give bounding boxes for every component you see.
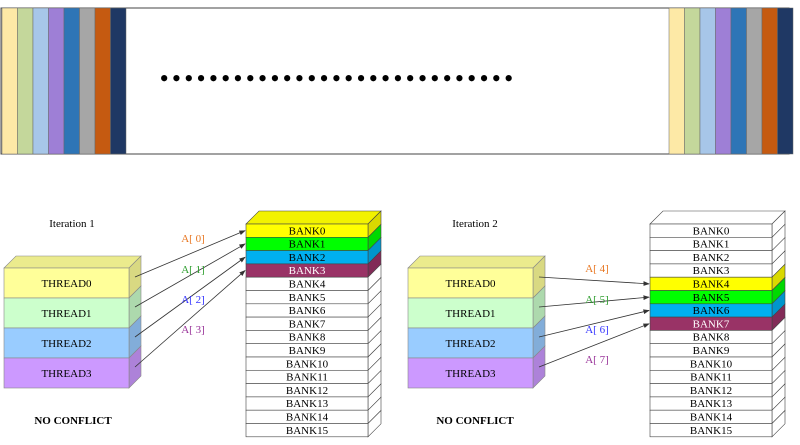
access-label: A[ 2] [181,294,205,306]
bank-label: BANK2 [289,252,326,264]
color-stripe [746,7,763,155]
access-label: A[ 6] [585,324,609,336]
iteration-2-group: Iteration 2THREAD0THREAD1THREAD2THREAD3B… [407,210,786,438]
bank-label: BANK9 [693,345,730,357]
thread-label: THREAD0 [445,278,496,290]
bank-label: BANK4 [693,279,730,291]
thread-label: THREAD3 [41,368,92,380]
color-stripe [761,7,778,155]
thread-label: THREAD0 [41,278,92,290]
thread-label: THREAD2 [41,338,91,350]
access-arrow [134,270,246,368]
stripes-right [668,7,794,155]
bank-label: BANK11 [690,372,732,384]
bank-label: BANK1 [289,239,326,251]
thread-label: THREAD3 [445,368,496,380]
bank-label: BANK8 [289,332,326,344]
color-stripe [17,7,34,155]
color-stripe [668,7,685,155]
bank-label: BANK5 [289,292,326,304]
thread-block: THREAD1 [407,285,546,329]
access-label: A[ 3] [181,324,205,336]
bank-label: BANK12 [286,385,328,397]
iteration-1-group: Iteration 1THREAD0THREAD1THREAD2THREAD3B… [3,210,382,438]
thread-block: THREAD2 [407,315,546,359]
result-label: NO CONFLICT [436,415,514,427]
bank-label: BANK13 [286,398,329,410]
bank-stack: BANK0BANK1BANK2BANK3BANK4BANK5BANK6BANK7… [649,210,786,438]
bank-label: BANK7 [693,318,730,330]
access-arrow [134,256,246,338]
bank-stack: BANK0BANK1BANK2BANK3BANK4BANK5BANK6BANK7… [245,210,382,438]
color-stripe [730,7,747,155]
thread-label: THREAD2 [445,338,495,350]
bank-label: BANK2 [693,252,730,264]
color-stripe [777,7,794,155]
color-stripe [1,7,18,155]
bank-label: BANK7 [289,318,326,330]
iteration-title: Iteration 1 [49,218,95,230]
bank-label: BANK3 [289,265,326,277]
thread-block: THREAD0 [407,255,546,299]
bank-label: BANK4 [289,279,326,291]
stripes-left [1,7,127,155]
bank-label: BANK8 [693,332,730,344]
ellipsis-dots: ••••••••••••••••••••••••••••• [160,64,517,93]
access-label: A[ 5] [585,294,609,306]
color-stripe [699,7,716,155]
bank-label: BANK9 [289,345,326,357]
color-stripe [63,7,80,155]
color-stripe [48,7,65,155]
bank-label: BANK15 [286,425,329,437]
thread-label: THREAD1 [445,308,495,320]
bank-label: BANK14 [690,412,733,424]
bank-label: BANK6 [289,305,326,317]
access-label: A[ 4] [585,263,609,275]
color-stripe [715,7,732,155]
bank-label: BANK0 [693,225,730,237]
color-stripe [110,7,127,155]
result-label: NO CONFLICT [34,415,112,427]
top-banner: ••••••••••••••••••••••••••••• [0,7,794,155]
bank-label: BANK15 [690,425,733,437]
bank-label: BANK5 [693,292,730,304]
bank-label: BANK0 [289,225,326,237]
color-stripe [79,7,96,155]
access-label: A[ 1] [181,264,205,276]
color-stripe [684,7,701,155]
access-arrow [538,309,650,338]
access-arrow [134,230,246,278]
bank-cell [245,423,369,438]
access-arrow [134,243,246,308]
access-arrow [538,323,650,368]
thread-label: THREAD1 [41,308,91,320]
bank-label: BANK1 [693,239,730,251]
iteration-title: Iteration 2 [452,218,498,230]
access-label: A[ 0] [181,233,205,245]
bank-label: BANK14 [286,412,329,424]
bank-label: BANK10 [286,358,329,370]
access-arrow [538,276,650,286]
access-arrow [538,295,650,308]
thread-block: THREAD3 [407,345,546,389]
bank-label: BANK3 [693,265,730,277]
color-stripe [32,7,49,155]
bank-label: BANK11 [286,372,328,384]
bank-label: BANK13 [690,398,733,410]
bank-cell [649,423,773,438]
thread-block: THREAD1 [3,285,142,329]
color-stripe [94,7,111,155]
access-label: A[ 7] [585,354,609,366]
bank-label: BANK6 [693,305,730,317]
bank-label: BANK10 [690,358,733,370]
thread-block: THREAD0 [3,255,142,299]
bank-label: BANK12 [690,385,732,397]
